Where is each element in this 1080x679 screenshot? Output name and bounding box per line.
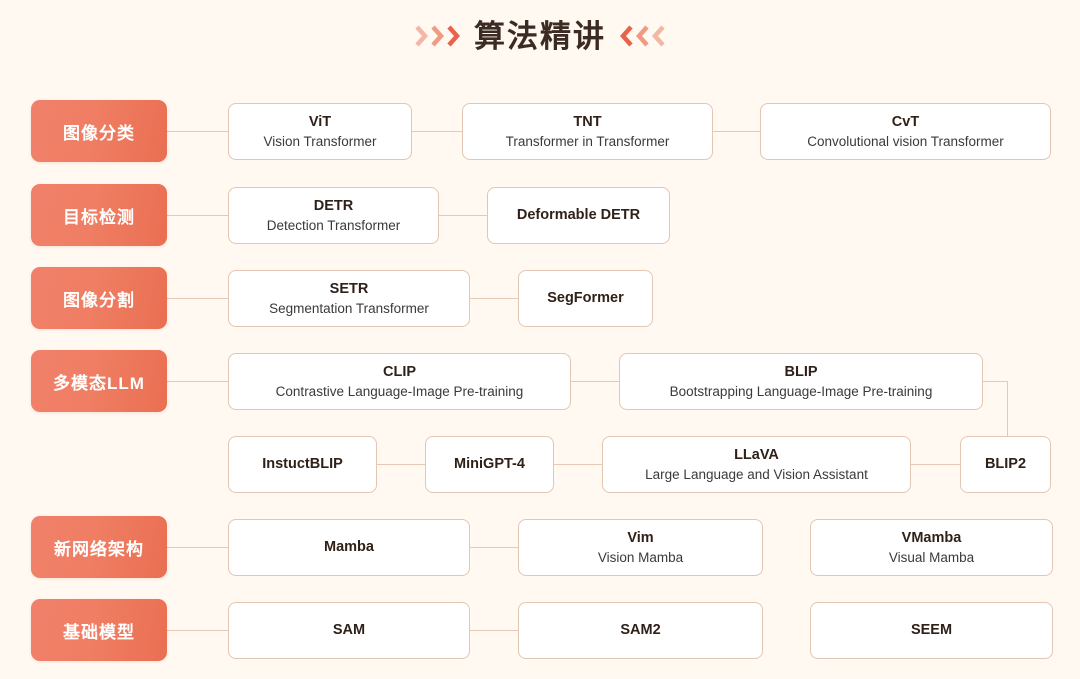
- node-seem[interactable]: SEEM: [810, 602, 1053, 659]
- node-llava[interactable]: LLaVA Large Language and Vision Assistan…: [602, 436, 911, 493]
- node-clip[interactable]: CLIP Contrastive Language-Image Pre-trai…: [228, 353, 571, 410]
- node-detr[interactable]: DETR Detection Transformer: [228, 187, 439, 244]
- chevron-right-icon: [415, 25, 428, 47]
- chevron-right-icon: [431, 25, 444, 47]
- node-abbr: SAM: [332, 622, 366, 639]
- connector-line: [377, 464, 425, 465]
- node-abbr: InstuctBLIP: [262, 456, 343, 473]
- node-abbr: Vim: [627, 529, 654, 546]
- node-segformer[interactable]: SegFormer: [518, 270, 653, 327]
- node-full-name: Segmentation Transformer: [269, 300, 429, 316]
- node-vmamba[interactable]: VMamba Visual Mamba: [810, 519, 1053, 576]
- page-header: 算法精讲: [0, 8, 1080, 64]
- node-vit[interactable]: ViT Vision Transformer: [228, 103, 412, 160]
- node-abbr: BLIP: [784, 363, 818, 380]
- connector-line: [167, 131, 228, 132]
- node-blip2[interactable]: BLIP2: [960, 436, 1051, 493]
- category-label: 目标检测: [63, 207, 135, 227]
- node-full-name: Vision Mamba: [597, 549, 684, 565]
- node-instuctblip[interactable]: InstuctBLIP: [228, 436, 377, 493]
- node-full-name: Convolutional vision Transformer: [807, 133, 1004, 149]
- node-abbr: Deformable DETR: [516, 207, 641, 224]
- category-chip-image-classification[interactable]: 图像分类: [31, 100, 167, 162]
- chevron-right-icon: [447, 25, 460, 47]
- node-full-name: Bootstrapping Language-Image Pre-trainin…: [669, 383, 933, 399]
- chevron-left-icon: [636, 25, 649, 47]
- node-sam[interactable]: SAM: [228, 602, 470, 659]
- connector-line: [470, 298, 518, 299]
- node-full-name: Detection Transformer: [266, 217, 401, 233]
- node-abbr: SAM2: [620, 622, 661, 639]
- node-abbr: ViT: [308, 113, 332, 130]
- node-tnt[interactable]: TNT Transformer in Transformer: [462, 103, 713, 160]
- node-abbr: BLIP2: [984, 456, 1027, 473]
- node-abbr: CLIP: [382, 363, 417, 380]
- category-label: 多模态LLM: [53, 373, 145, 393]
- category-chip-multimodal-llm[interactable]: 多模态LLM: [31, 350, 167, 412]
- connector-line: [439, 215, 487, 216]
- connector-line: [1007, 381, 1008, 440]
- node-full-name: Visual Mamba: [888, 549, 975, 565]
- chevron-left-icon: [620, 25, 633, 47]
- category-label: 图像分类: [63, 123, 135, 143]
- node-deformable-detr[interactable]: Deformable DETR: [487, 187, 670, 244]
- category-label: 新网络架构: [54, 539, 144, 559]
- node-blip[interactable]: BLIP Bootstrapping Language-Image Pre-tr…: [619, 353, 983, 410]
- connector-line: [983, 381, 1008, 382]
- node-abbr: SETR: [329, 280, 369, 297]
- connector-line: [571, 381, 619, 382]
- connector-line: [412, 131, 462, 132]
- node-full-name: Vision Transformer: [263, 133, 377, 149]
- left-chevron-group: [415, 21, 460, 51]
- connector-line: [713, 131, 760, 132]
- node-abbr: VMamba: [901, 529, 962, 546]
- node-abbr: DETR: [313, 197, 354, 214]
- node-full-name: Contrastive Language-Image Pre-training: [275, 383, 524, 399]
- connector-line: [470, 547, 518, 548]
- node-mamba[interactable]: Mamba: [228, 519, 470, 576]
- category-chip-image-segmentation[interactable]: 图像分割: [31, 267, 167, 329]
- chevron-left-icon: [652, 25, 665, 47]
- connector-line: [554, 464, 602, 465]
- category-label: 图像分割: [63, 290, 135, 310]
- node-setr[interactable]: SETR Segmentation Transformer: [228, 270, 470, 327]
- node-sam2[interactable]: SAM2: [518, 602, 763, 659]
- connector-line: [167, 630, 228, 631]
- node-minigpt4[interactable]: MiniGPT-4: [425, 436, 554, 493]
- node-abbr: SEEM: [910, 622, 953, 639]
- node-abbr: MiniGPT-4: [454, 456, 525, 473]
- node-full-name: Transformer in Transformer: [505, 133, 670, 149]
- connector-line: [167, 215, 228, 216]
- node-vim[interactable]: Vim Vision Mamba: [518, 519, 763, 576]
- node-abbr: Mamba: [324, 539, 374, 556]
- page-title: 算法精讲: [474, 18, 606, 54]
- right-chevron-group: [620, 21, 665, 51]
- node-abbr: CvT: [891, 113, 920, 130]
- connector-line: [167, 381, 228, 382]
- connector-line: [470, 630, 518, 631]
- category-chip-foundation-model[interactable]: 基础模型: [31, 599, 167, 661]
- node-cvt[interactable]: CvT Convolutional vision Transformer: [760, 103, 1051, 160]
- category-chip-new-architecture[interactable]: 新网络架构: [31, 516, 167, 578]
- connector-line: [167, 298, 228, 299]
- node-abbr: LLaVA: [734, 446, 779, 463]
- connector-line: [167, 547, 228, 548]
- node-abbr: SegFormer: [547, 290, 624, 307]
- category-label: 基础模型: [63, 622, 135, 642]
- node-full-name: Large Language and Vision Assistant: [645, 466, 868, 482]
- connector-line: [911, 464, 960, 465]
- node-abbr: TNT: [573, 113, 602, 130]
- category-chip-object-detection[interactable]: 目标检测: [31, 184, 167, 246]
